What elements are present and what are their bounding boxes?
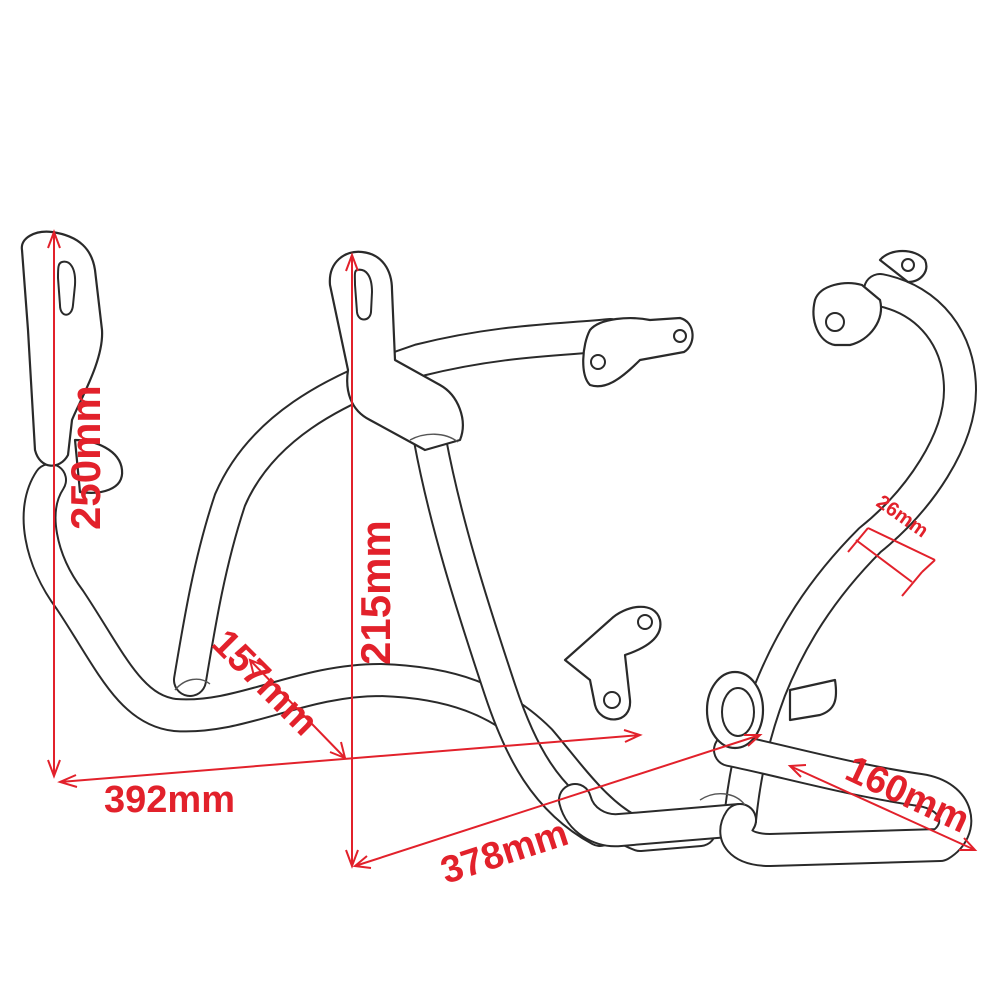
dim-line-26	[855, 539, 913, 583]
center-slot-hole	[353, 268, 374, 321]
label-215mm: 215mm	[352, 520, 399, 665]
dim-line-392	[59, 734, 641, 783]
left-crash-bar	[20, 230, 717, 852]
label-392mm: 392mm	[104, 779, 235, 821]
dim-line-378	[354, 734, 761, 867]
dimensions	[47, 229, 978, 869]
dim-line-160	[789, 765, 976, 851]
right-mounting-plate	[812, 282, 883, 347]
label-378mm: 378mm	[436, 812, 574, 892]
left-slot-hole	[56, 260, 77, 316]
top-bracket	[582, 316, 694, 388]
label-250mm: 250mm	[62, 385, 109, 530]
center-upright	[328, 250, 617, 847]
dim-line-157	[249, 659, 346, 759]
lower-bracket	[563, 605, 662, 721]
label-160mm: 160mm	[839, 748, 975, 841]
